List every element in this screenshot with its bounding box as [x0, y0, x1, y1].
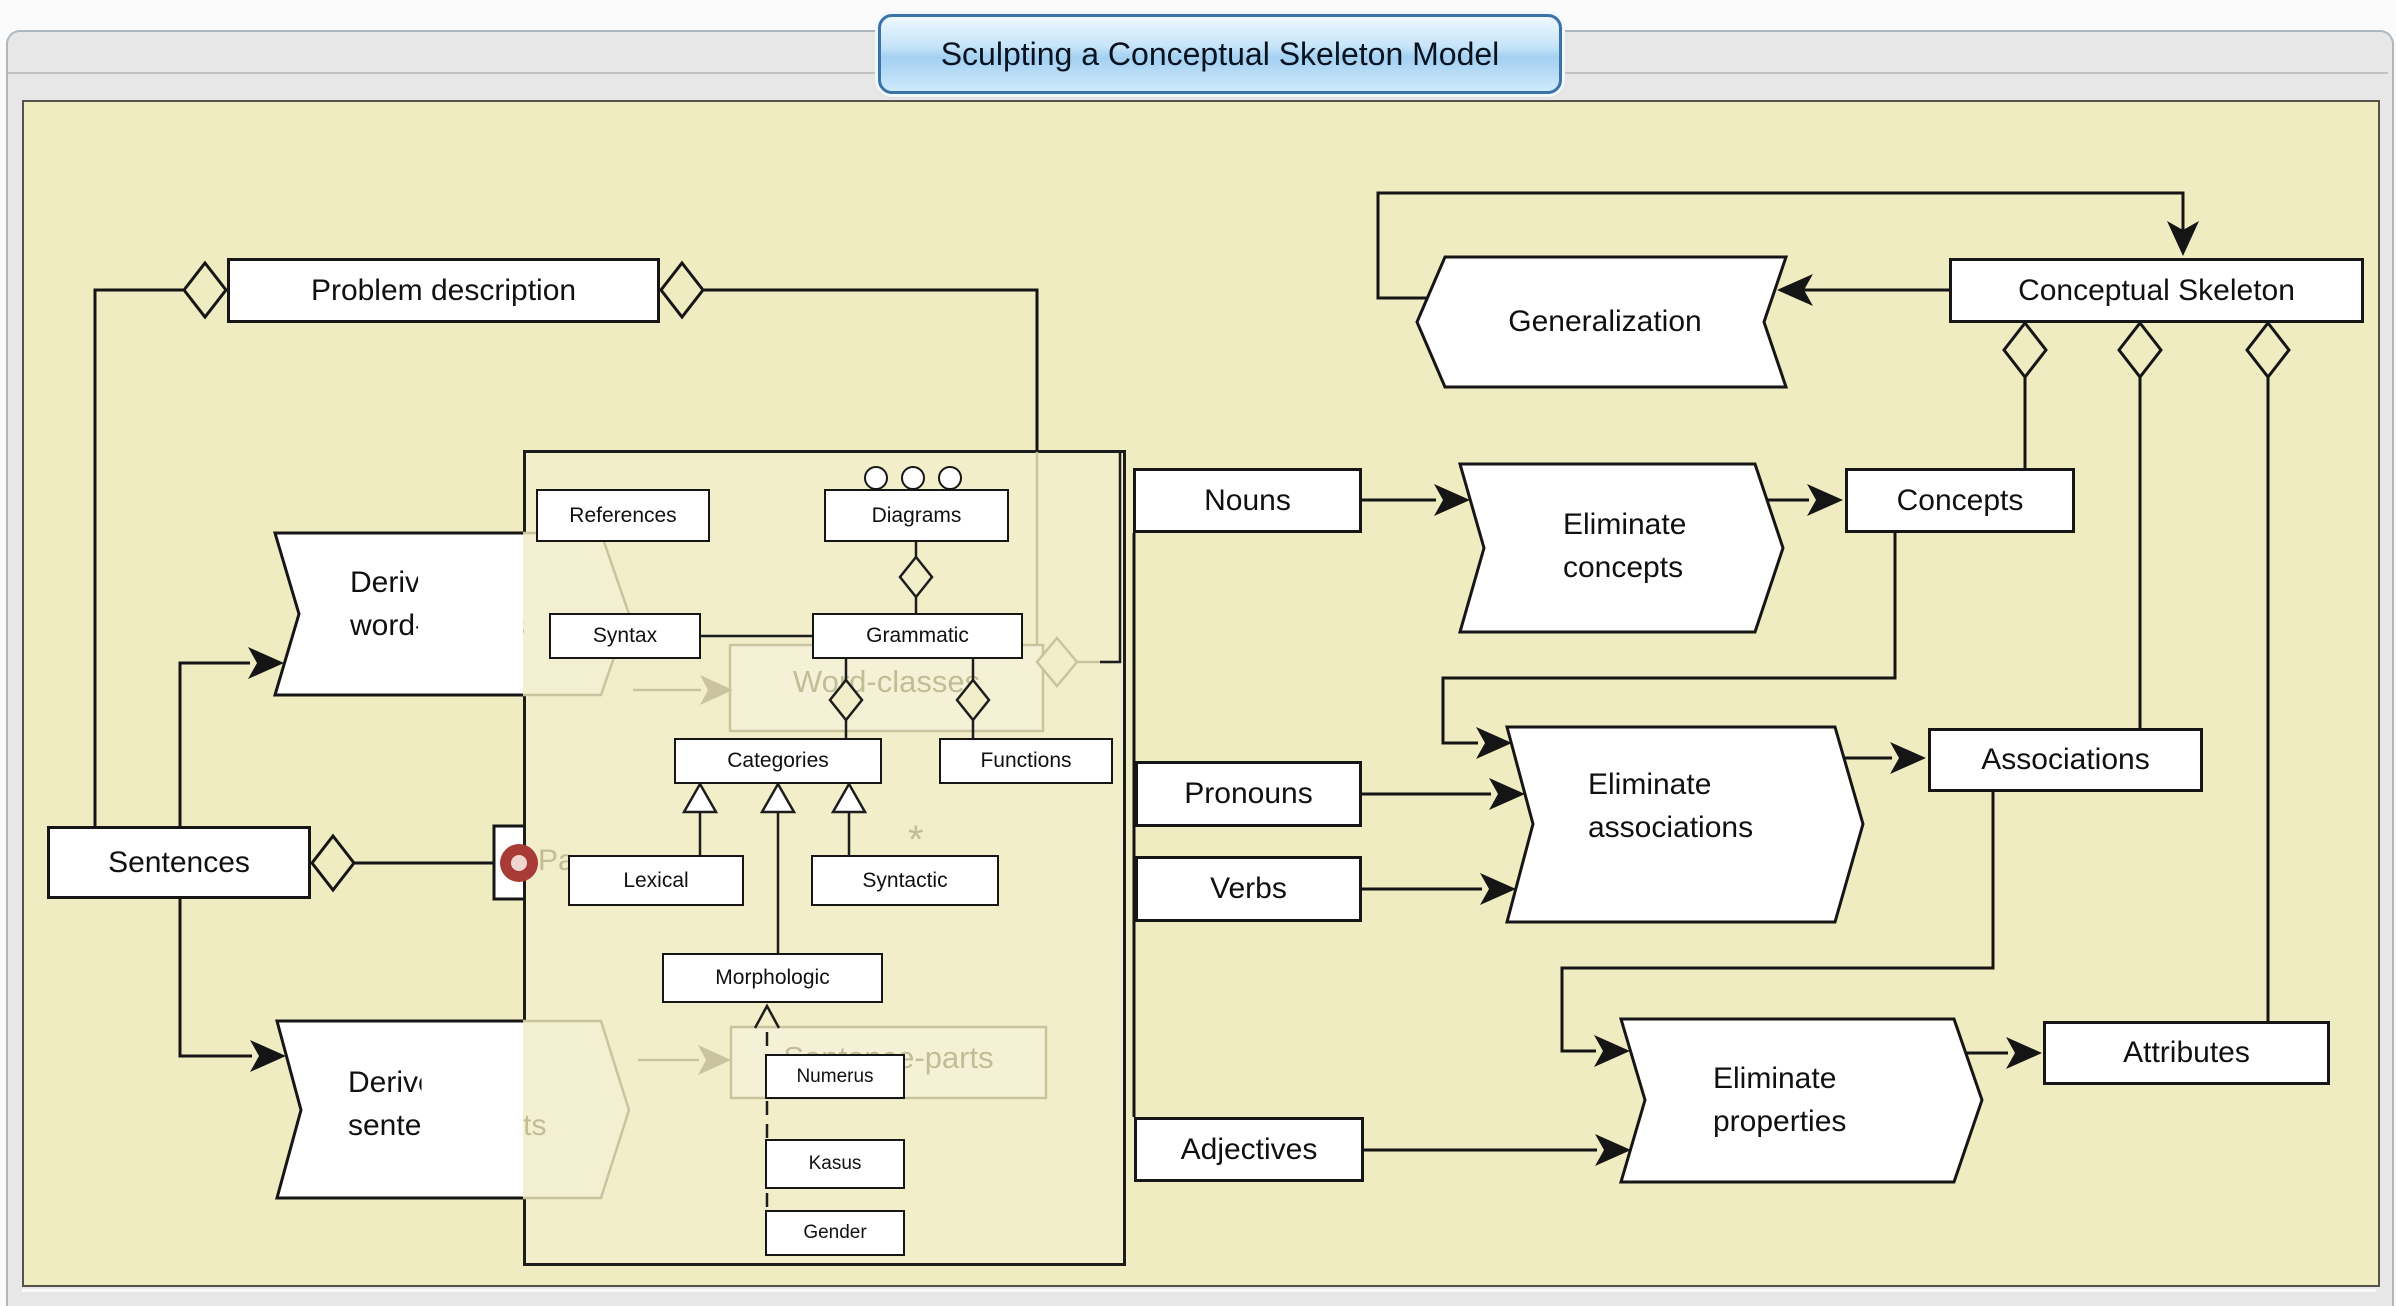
node-pronouns[interactable]: Pronouns — [1135, 761, 1362, 827]
node-generalization-label[interactable]: Generalization — [1508, 305, 1702, 338]
node-verbs[interactable]: Verbs — [1135, 856, 1362, 922]
node-lexical[interactable]: Lexical — [568, 855, 744, 906]
node-eliminate-properties-label[interactable]: Eliminate properties — [1713, 1062, 1847, 1138]
node-numerus[interactable]: Numerus — [765, 1054, 905, 1099]
node-eliminate-associations-label[interactable]: Eliminate associations — [1588, 768, 1754, 844]
node-syntactic[interactable]: Syntactic — [811, 855, 999, 906]
node-adjectives[interactable]: Adjectives — [1134, 1117, 1364, 1182]
node-conceptual-skeleton[interactable]: Conceptual Skeleton — [1949, 258, 2364, 323]
node-nouns[interactable]: Nouns — [1133, 468, 1362, 533]
node-concepts[interactable]: Concepts — [1845, 468, 2075, 533]
window-title-tab[interactable]: Sculpting a Conceptual Skeleton Model — [878, 14, 1562, 94]
window-title: Sculpting a Conceptual Skeleton Model — [940, 35, 1500, 72]
window-bottom-highlight — [22, 1289, 2376, 1292]
node-derive-sentence-parts-label[interactable]: Derive sentence-parts — [348, 1066, 435, 1142]
node-kasus[interactable]: Kasus — [765, 1139, 905, 1189]
node-functions[interactable]: Functions — [939, 738, 1113, 784]
node-attributes[interactable]: Attributes — [2043, 1021, 2330, 1085]
node-grammatic[interactable]: Grammatic — [812, 613, 1023, 659]
node-derive-word-classes-label[interactable]: Derive word-classes — [350, 566, 437, 642]
forbidden-icon[interactable] — [500, 844, 538, 882]
node-references[interactable]: References — [536, 489, 710, 542]
node-eliminate-concepts-label[interactable]: Eliminate concepts — [1563, 508, 1687, 584]
node-sentences[interactable]: Sentences — [47, 826, 311, 899]
node-problem-description[interactable]: Problem description — [227, 258, 660, 323]
node-syntax[interactable]: Syntax — [549, 613, 701, 659]
node-associations[interactable]: Associations — [1928, 728, 2203, 792]
node-morphologic[interactable]: Morphologic — [662, 953, 883, 1003]
node-diagrams[interactable]: Diagrams — [824, 489, 1009, 542]
node-categories[interactable]: Categories — [674, 738, 882, 784]
node-gender[interactable]: Gender — [765, 1210, 905, 1256]
forbidden-icon-center — [511, 855, 527, 871]
